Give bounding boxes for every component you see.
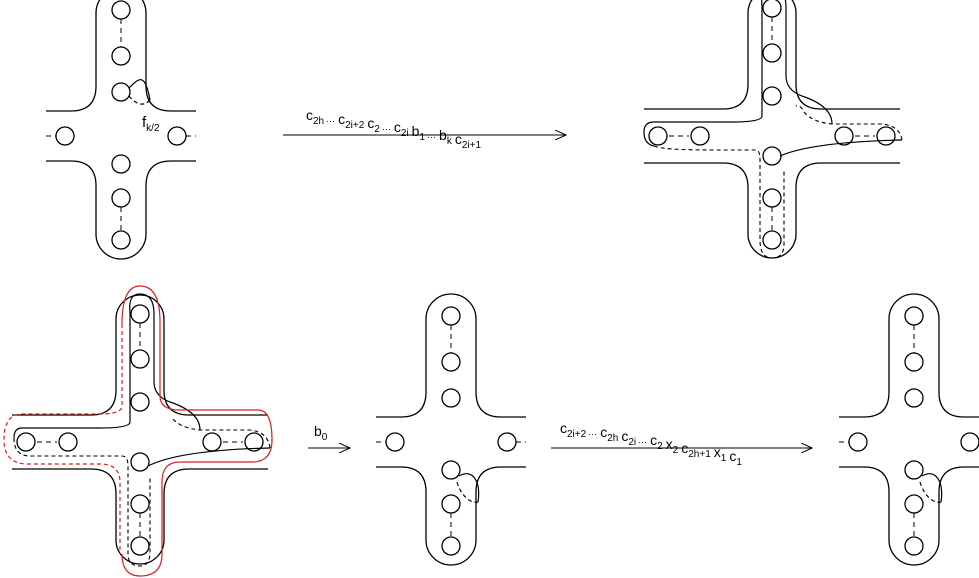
arrow1-term-1: ··· bbox=[326, 116, 335, 126]
arrow3-subscript-5: 2 bbox=[657, 441, 663, 452]
arrow3-term-0: c bbox=[560, 420, 567, 436]
arrow3-subscript-8: 1 bbox=[721, 453, 727, 464]
arrow1-term-8: b bbox=[439, 127, 447, 143]
arrow1-term-7: ··· bbox=[427, 132, 436, 142]
arrow1-subscript-0: 2h bbox=[313, 116, 324, 127]
arrow3-term-4: ··· bbox=[638, 437, 647, 447]
arrow1-subscript-9: 2i+1 bbox=[462, 140, 482, 151]
curve-f bbox=[128, 79, 151, 101]
panel-initial-surface bbox=[45, 0, 197, 260]
arrow3-term-5: c bbox=[650, 432, 657, 448]
red-dashed-curve bbox=[3, 324, 123, 554]
arrow3-term-7: c bbox=[681, 440, 688, 456]
panel-final bbox=[838, 293, 979, 566]
arrow3-term-3: c bbox=[621, 428, 628, 444]
arrow3-subscript-6: 2 bbox=[673, 445, 679, 456]
red-solid-curve bbox=[121, 285, 273, 577]
arrow1-term-5: c bbox=[394, 119, 401, 135]
arrow1-subscript-6: 1 bbox=[419, 132, 425, 143]
arrow3-term-2: c bbox=[600, 424, 607, 440]
arrow1-term-6: b bbox=[412, 123, 420, 139]
arrow1-term-2: c bbox=[338, 111, 345, 127]
arrow3-subscript-3: 2i bbox=[628, 437, 636, 448]
arrow3-subscript-0: 2i+2 bbox=[567, 429, 587, 440]
arrow3-subscript-9: 1 bbox=[736, 457, 742, 468]
arrow1-term-9: c bbox=[455, 131, 462, 147]
arrow1-term-3: c bbox=[367, 115, 374, 131]
panel-red-curve bbox=[3, 285, 273, 577]
arrow2-term-0: b bbox=[314, 423, 322, 439]
arrow3-term-1: ··· bbox=[588, 429, 597, 439]
arrow1-term-0: c bbox=[306, 107, 313, 123]
panel-after-first-map bbox=[643, 0, 903, 259]
panel-after-b0 bbox=[375, 293, 527, 566]
arrow1-subscript-3: 2 bbox=[374, 124, 380, 135]
curve-f-back bbox=[128, 95, 151, 105]
arrow1-subscript-8: k bbox=[447, 136, 453, 147]
curve-f-label: fk/2 bbox=[142, 114, 160, 134]
arrow3-term-9: c bbox=[729, 448, 736, 464]
arrow3-subscript-2: 2h bbox=[607, 433, 618, 444]
arrow1-term-4: ··· bbox=[382, 124, 391, 134]
arrow3-term-6: x bbox=[666, 436, 673, 452]
arrow1-subscript-5: 2i bbox=[401, 128, 409, 139]
arrow-2-label: b0 bbox=[314, 423, 328, 443]
arrow1-subscript-2: 2i+2 bbox=[345, 120, 365, 131]
arrow2-subscript-0: 0 bbox=[322, 432, 328, 443]
arrow3-subscript-7: 2h+1 bbox=[688, 449, 711, 460]
arrow3-term-8: x bbox=[714, 444, 721, 460]
